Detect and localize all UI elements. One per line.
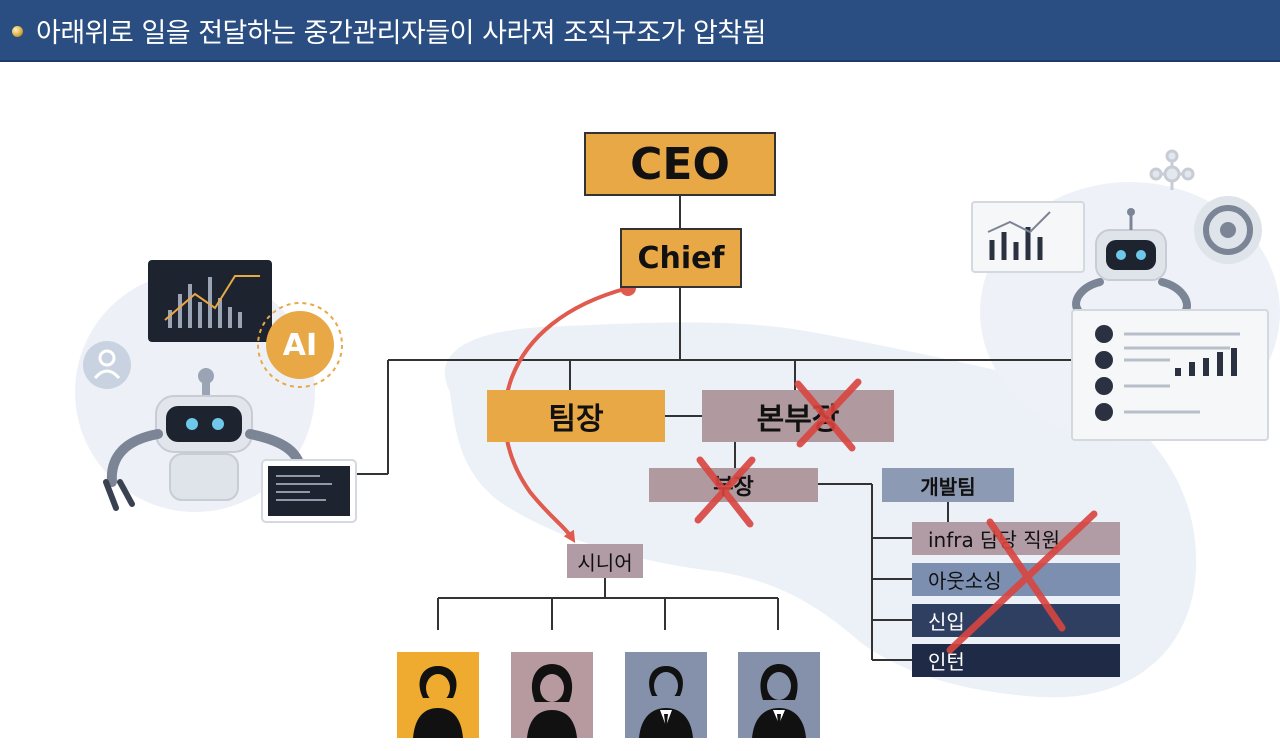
ai-badge-label: AI — [282, 327, 318, 363]
slide-title: 아래위로 일을 전달하는 중간관리자들이 사라져 조직구조가 압착됨 — [36, 18, 767, 49]
person-icon-orange — [397, 652, 479, 738]
dev-team-box: 개발팀 — [882, 468, 1014, 502]
chief-box: Chief — [620, 228, 742, 288]
dev-member-label: infra 담당 직원 — [928, 528, 1061, 552]
ceo-label: CEO — [630, 138, 730, 190]
manager-label: 부장 — [713, 475, 754, 500]
ceo-box: CEO — [584, 132, 776, 196]
dev-member-intern: 인턴 — [912, 644, 1120, 677]
dev-member-label: 신입 — [928, 610, 965, 634]
person-icon-slate-tie — [738, 652, 820, 738]
chief-label: Chief — [637, 240, 725, 276]
right-robot-illustration — [971, 149, 1269, 441]
dev-member-label: 아웃소싱 — [928, 569, 1002, 593]
ai-badge: AI — [266, 311, 334, 379]
manager-box: 부장 — [649, 468, 818, 502]
dev-member-newhire: 신입 — [912, 604, 1120, 637]
left-robot-illustration — [83, 260, 357, 523]
dev-member-label: 인턴 — [928, 650, 965, 674]
team-lead-box: 팀장 — [487, 390, 665, 442]
division-head-box: 본부장 — [702, 390, 894, 442]
person-icon-slate-suit — [625, 652, 707, 738]
bullet-icon — [12, 26, 23, 37]
slide-header: 아래위로 일을 전달하는 중간관리자들이 사라져 조직구조가 압착됨 — [0, 0, 1280, 62]
dev-member-outsourcing: 아웃소싱 — [912, 563, 1120, 596]
dev-team-label: 개발팀 — [920, 474, 976, 499]
division-head-label: 본부장 — [756, 402, 840, 437]
org-chart-diagram: CEO Chief 팀장 본부장 부장 개발팀 infra 담당 직원 아웃소싱… — [0, 62, 1280, 751]
person-icon-mauve — [511, 652, 593, 738]
senior-box: 시니어 — [567, 544, 643, 578]
senior-label: 시니어 — [577, 550, 633, 575]
team-lead-label: 팀장 — [548, 402, 604, 437]
dev-member-infra: infra 담당 직원 — [912, 522, 1120, 555]
